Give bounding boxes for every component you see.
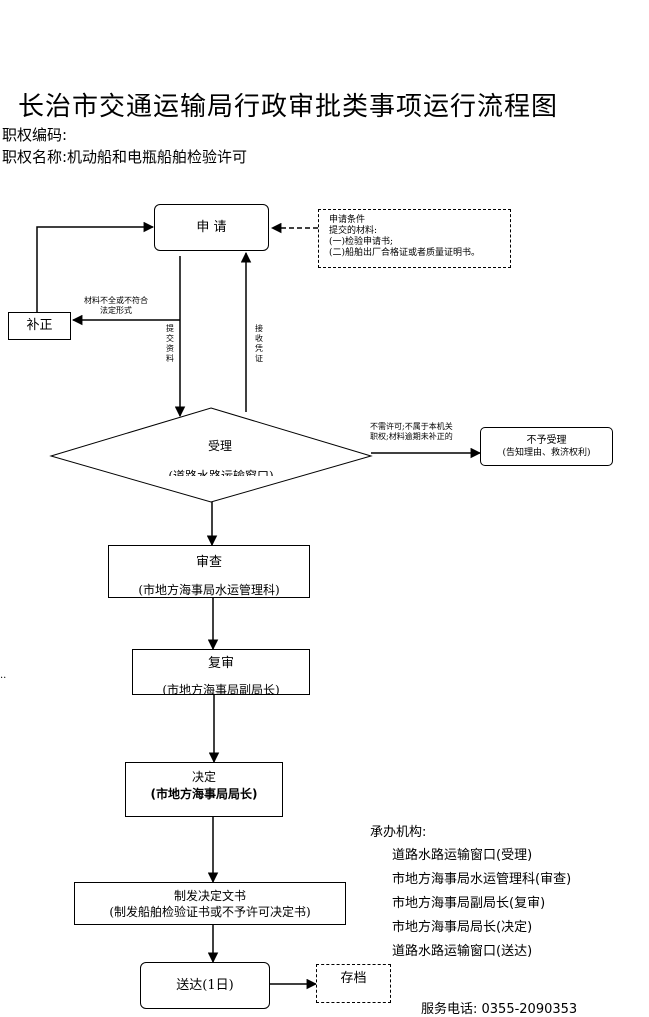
conditions-subtitle: 提交的材料: (329, 226, 378, 236)
incomplete-note-line: 法定形式 (100, 306, 132, 315)
deliver-label: 送达(1日) (176, 978, 234, 993)
service-phone: 服务电话: 0355-2090353 (421, 1002, 578, 1017)
incomplete-note-line: 材料不全或不符合 (84, 296, 148, 305)
decide-label: 决定 (191, 770, 216, 784)
power-code-label: 职权编码: (2, 126, 68, 144)
reject-label: 不予受理 (526, 435, 567, 446)
page-title: 长治市交通运输局行政审批类事项运行流程图 (18, 92, 559, 122)
reject-detail: (告知理由、救济权利) (502, 448, 591, 458)
organization-item: 市地方海事局副局长(复审) (392, 896, 546, 911)
organization-item: 道路水路运输窗口(受理) (392, 848, 533, 863)
submit-note-char: 提 (166, 324, 174, 333)
recheck-label: 复审 (207, 656, 234, 671)
submit-note: 提 交 资 料 (165, 324, 175, 364)
accept-unit: (道路水路运输窗口) (168, 469, 274, 476)
review-box: 审查 (市地方海事局水运管理科) (108, 545, 310, 598)
accept-unit-clip: (道路水路运输窗口) (141, 464, 301, 476)
organization-item: 市地方海事局局长(决定) (392, 920, 533, 935)
submit-note-char: 料 (166, 354, 174, 363)
accept-label: 受理 (207, 439, 232, 453)
archive-box: 存档 (316, 964, 391, 1003)
supplement-label: 补正 (26, 318, 53, 333)
reject-note-line: 职权;材料逾期未补正的 (370, 432, 453, 441)
submit-note-char: 交 (166, 334, 174, 343)
incomplete-note: 材料不全或不符合 法定形式 (81, 296, 151, 316)
receipt-note-char: 凭 (255, 344, 263, 353)
receipt-note: 接 收 凭 证 (254, 324, 264, 364)
issue-box: 制发决定文书 (制发船舶检验证书或不予许可决定书) (74, 882, 346, 925)
review-label: 审查 (195, 555, 222, 570)
recheck-unit: (市地方海事局副局长) (162, 683, 280, 695)
reject-note: 不需许可;不属于本机关 职权;材料逾期未补正的 (370, 422, 453, 442)
recheck-box: 复审 (市地方海事局副局长) (132, 649, 310, 695)
organization-item: 道路水路运输窗口(送达) (392, 944, 533, 959)
stray-mark: .. (0, 670, 7, 681)
apply-box: 申 请 (154, 204, 269, 251)
conditions-box: 申请条件 提交的材料: (一)检验申请书; (二)船舶出厂合格证或者质量证明书。 (318, 209, 511, 268)
issue-detail: (制发船舶检验证书或不予许可决定书) (109, 905, 311, 919)
accept-diamond (49, 407, 373, 503)
decide-unit: (市地方海事局局长) (150, 787, 258, 801)
receipt-note-char: 收 (255, 334, 263, 343)
review-unit: (市地方海事局水运管理科) (138, 583, 280, 597)
power-name-label: 职权名称:机动船和电瓶船舶检验许可 (2, 148, 248, 166)
supplement-box: 补正 (8, 312, 71, 340)
receipt-note-char: 证 (255, 354, 263, 363)
issue-label: 制发决定文书 (173, 889, 246, 903)
reject-box: 不予受理 (告知理由、救济权利) (480, 427, 613, 466)
apply-label: 申 请 (196, 220, 227, 235)
archive-label: 存档 (340, 971, 367, 986)
supplement-return-line (36, 221, 155, 312)
decide-box: 决定 (市地方海事局局长) (125, 762, 283, 817)
reject-note-line: 不需许可;不属于本机关 (370, 422, 453, 431)
conditions-item: (一)检验申请书; (329, 237, 394, 247)
organization-item: 市地方海事局水运管理科(审查) (392, 872, 572, 887)
conditions-item: (二)船舶出厂合格证或者质量证明书。 (329, 248, 481, 258)
organizations-heading: 承办机构: (370, 825, 427, 840)
conditions-title: 申请条件 (329, 215, 366, 225)
deliver-box: 送达(1日) (140, 962, 270, 1009)
submit-note-char: 资 (166, 344, 174, 353)
receipt-note-char: 接 (255, 324, 263, 333)
